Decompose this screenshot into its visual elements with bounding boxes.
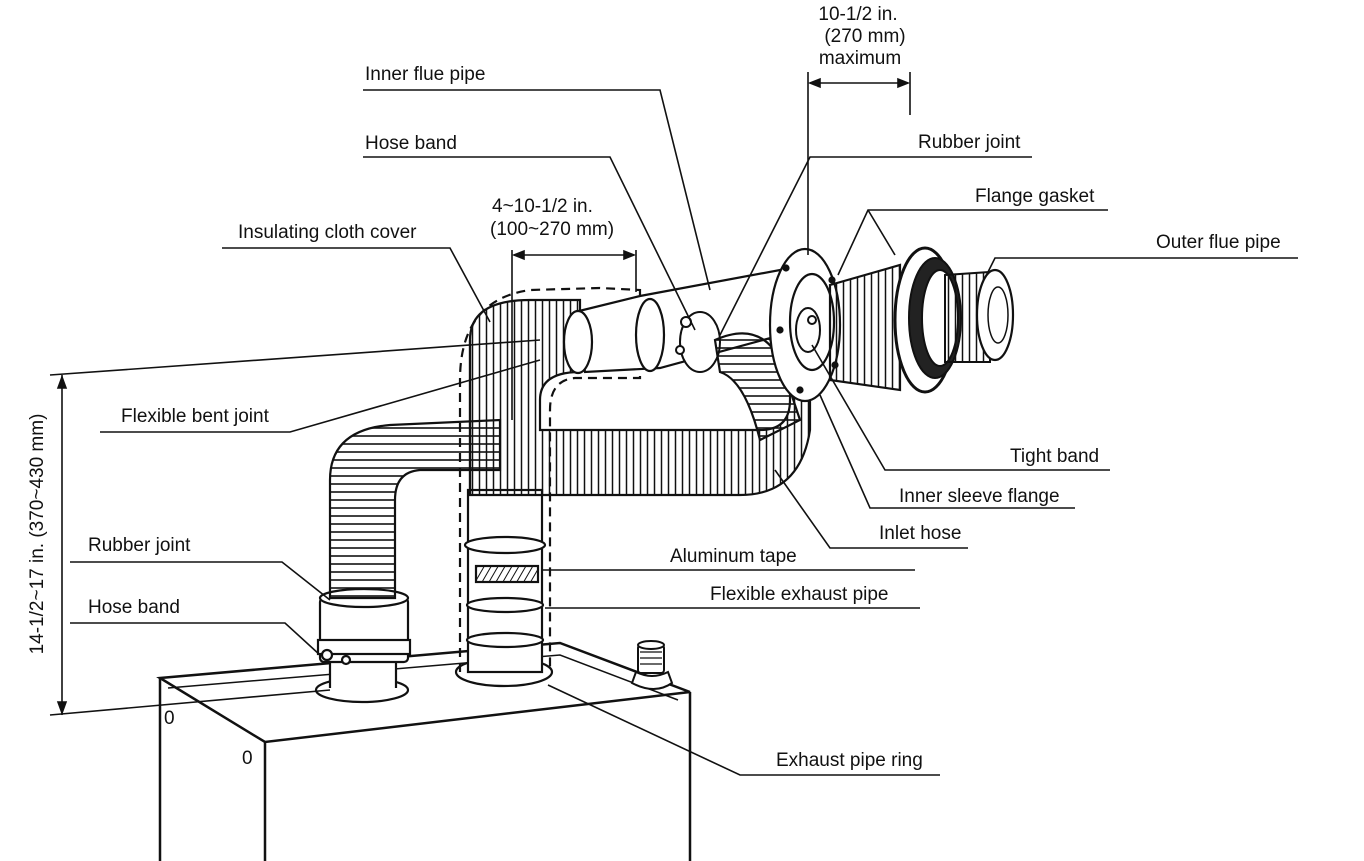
label-flexible-bent-joint: Flexible bent joint (121, 406, 269, 427)
insulating-cover-outline (458, 286, 642, 672)
heater-mark-1: 0 (164, 708, 175, 729)
label-rubber-joint-left: Rubber joint (88, 535, 191, 556)
heater-mark-2: 0 (242, 748, 253, 769)
label-inner-flue-pipe: Inner flue pipe (365, 64, 486, 85)
label-flexible-exhaust-pipe: Flexible exhaust pipe (710, 584, 889, 605)
exhaust-riser (454, 488, 554, 688)
label-inner-sleeve-flange: Inner sleeve flange (899, 486, 1060, 507)
label-hose-band-left: Hose band (88, 597, 180, 618)
dim-top-line-2: (270 mm) (824, 26, 906, 47)
label-inlet-hose: Inlet hose (879, 523, 962, 544)
label-rubber-joint-top: Rubber joint (918, 132, 1021, 153)
label-insulating-cloth-cover: Insulating cloth cover (238, 222, 417, 243)
label-exhaust-pipe-ring: Exhaust pipe ring (776, 750, 923, 771)
dim-vertical-label: 14-1/2~17 in. (370~430 mm) (27, 413, 48, 655)
outer-flue-pipe-body (828, 246, 1015, 394)
dim-top-line-3: maximum (818, 48, 902, 69)
label-hose-band-top: Hose band (365, 133, 457, 154)
label-aluminum-tape: Aluminum tape (670, 546, 797, 567)
inner-sleeve (795, 307, 821, 353)
left-flexible-hose (328, 418, 502, 600)
left-intake-riser (314, 587, 412, 704)
dim-top-line-1: 10-1/2 in. (818, 4, 898, 25)
label-flange-gasket: Flange gasket (975, 186, 1095, 207)
label-tight-band: Tight band (1010, 446, 1100, 467)
heater-fitting (630, 640, 674, 690)
leader-lines (49, 72, 1298, 776)
water-heater-body (156, 641, 692, 861)
dim-mid-line-1: 4~10-1/2 in. (492, 196, 593, 217)
label-outer-flue-pipe: Outer flue pipe (1156, 232, 1281, 253)
dim-mid-line-2: (100~270 mm) (490, 219, 615, 240)
